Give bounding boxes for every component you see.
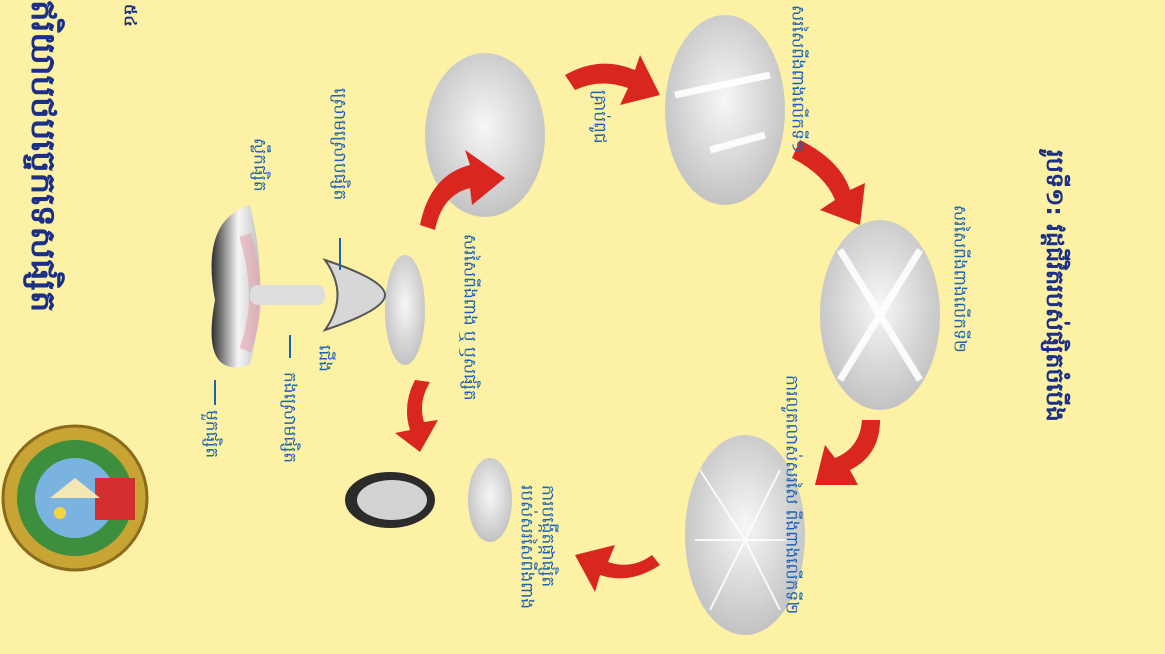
stem-label: ជើង xyxy=(313,345,334,372)
arrow-5-icon xyxy=(575,545,660,592)
arrow-2-icon xyxy=(565,55,660,105)
page-number: ៥៤ xyxy=(118,4,142,27)
stem-ring-label: កងស្រោមផ្សិត xyxy=(278,372,299,463)
life-cycle-graphic xyxy=(180,0,1060,654)
stage-fruiting-label: ការបង្កើតផ្កាផ្សិត របស់សរសៃពីងពាង xyxy=(515,485,558,654)
arrow-6-icon xyxy=(395,380,438,452)
stage-growth-label: ការលូតលាស់សរសៃ ពីងពាងលើកទី២ xyxy=(780,375,801,614)
stage-primary-mycelium-disc xyxy=(665,15,785,205)
stage-spore-label: គ្រាប់ពូជ xyxy=(588,90,609,144)
stage-primary-label: សរសៃពីងពាងលើកទី១ xyxy=(786,5,807,153)
stage-basidia-label: សរសៃពីងពាង ឬ ឫសផ្សិត xyxy=(458,234,479,401)
page-title: ឥរិយាបថបច្ចេកទេសផ្សិត xyxy=(18,0,68,390)
stage-secondary-label: សរសៃពីងពាងលើកទី២ xyxy=(948,205,969,353)
life-cycle-diagram xyxy=(180,0,1060,654)
arrow-4-icon xyxy=(815,420,880,485)
figure-caption: រូបទី១: វដ្តជីវិតរបស់ផ្សិតចំបើង xyxy=(1038,150,1073,422)
stage-spore-disc xyxy=(385,255,425,365)
ministry-emblem-icon xyxy=(0,418,150,578)
stage-fruiting-disc xyxy=(468,458,512,542)
sheath-label: ស្រោមស្រោបផ្សិត xyxy=(328,88,349,200)
gills-label: ស្លឹកផ្សិត xyxy=(248,138,269,192)
cap-label: មួកផ្សិត xyxy=(200,410,221,458)
